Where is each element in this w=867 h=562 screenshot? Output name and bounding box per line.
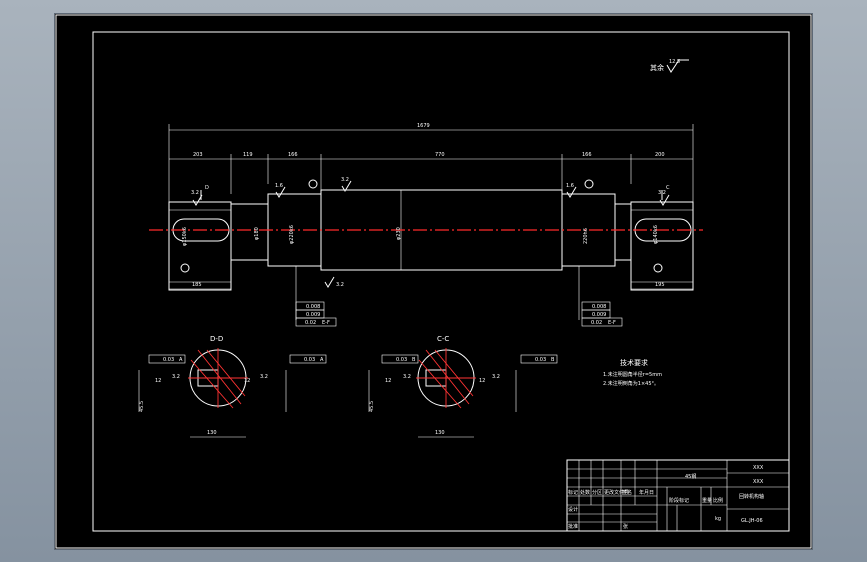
dia-left-key: φ150k6 bbox=[182, 227, 188, 246]
section-label-c: C bbox=[666, 185, 670, 191]
ra-key-left: 3.2 bbox=[191, 190, 199, 196]
svg-text:E-F: E-F bbox=[608, 320, 616, 326]
dia-right-key: φ140k6 bbox=[653, 225, 659, 244]
svg-text:更改文件号: 更改文件号 bbox=[604, 489, 629, 496]
section-label-d: D bbox=[205, 185, 209, 191]
tech-requirements: 技术要求 1.未注明圆角半径r=5mm 2.未注明倒角为1×45°。 bbox=[603, 358, 662, 387]
svg-text:0.02: 0.02 bbox=[305, 320, 316, 326]
section-dd: D-D 0.03 A 0.03 A 45.5 12 3.2 12 3.2 130 bbox=[138, 335, 327, 438]
dia-left-step: φ180 bbox=[254, 227, 260, 240]
svg-text:130: 130 bbox=[435, 430, 445, 436]
dim-seg-1: 203 bbox=[193, 152, 203, 158]
tolerance-frame-right: 0.008 0.009 0.02 E-F bbox=[578, 266, 623, 327]
dia-bearing-right: 220h6 bbox=[583, 228, 589, 244]
svg-text:标记: 标记 bbox=[568, 489, 578, 496]
svg-text:0.008: 0.008 bbox=[306, 304, 320, 310]
svg-text:12: 12 bbox=[479, 378, 485, 384]
title-block: 45钢 回转机构轴 GL.JH-06 XXX XXX 标记 处数 分区 更改文件… bbox=[566, 459, 790, 532]
dim-seg-2: 119 bbox=[243, 152, 253, 158]
svg-text:130: 130 bbox=[207, 430, 217, 436]
svg-text:3.2: 3.2 bbox=[260, 374, 268, 380]
dim-seg-3: 166 bbox=[288, 152, 298, 158]
svg-text:0.03: 0.03 bbox=[304, 357, 315, 363]
svg-text:1.未注明圆角半径r=5mm: 1.未注明圆角半径r=5mm bbox=[603, 371, 662, 378]
dia-bearing-left: φ220k6 bbox=[289, 225, 295, 244]
ra-mark-key-right bbox=[659, 194, 670, 206]
ra-shoulder: 3.2 bbox=[336, 282, 344, 288]
svg-text:3.2: 3.2 bbox=[172, 374, 180, 380]
svg-text:12: 12 bbox=[385, 378, 391, 384]
dim-overall: 1679 bbox=[417, 123, 430, 129]
svg-text:45钢: 45钢 bbox=[685, 473, 696, 480]
ra-mid: 3.2 bbox=[341, 177, 349, 183]
svg-text:B: B bbox=[412, 357, 416, 363]
ra-mark-key-left bbox=[192, 194, 203, 206]
ra-mark-bearing-right bbox=[566, 186, 577, 198]
dim-key-left: 185 bbox=[192, 282, 202, 288]
svg-text:阶段标记: 阶段标记 bbox=[669, 497, 689, 504]
svg-text:0.009: 0.009 bbox=[306, 312, 320, 318]
roughness-note: 其余 bbox=[650, 63, 664, 72]
sheet-border-outer bbox=[55, 14, 812, 549]
svg-text:比例: 比例 bbox=[713, 497, 723, 504]
tolerance-frame-left: 0.008 0.009 0.02 E-F bbox=[295, 266, 337, 327]
svg-text:签名: 签名 bbox=[622, 489, 632, 496]
svg-text:kg: kg bbox=[715, 516, 721, 522]
svg-text:12: 12 bbox=[155, 378, 161, 384]
svg-text:2.未注明倒角为1×45°。: 2.未注明倒角为1×45°。 bbox=[603, 380, 659, 387]
svg-text:分区: 分区 bbox=[592, 489, 602, 496]
ra-mark-mid bbox=[341, 180, 352, 192]
svg-text:12: 12 bbox=[244, 378, 250, 384]
svg-text:45.5: 45.5 bbox=[139, 401, 145, 412]
shaft-outline bbox=[168, 189, 694, 291]
svg-text:3.2: 3.2 bbox=[492, 374, 500, 380]
ra-mark-shoulder bbox=[324, 276, 335, 288]
roughness-symbol bbox=[666, 59, 689, 73]
dia-mid: φ230 bbox=[396, 227, 402, 240]
svg-text:0.009: 0.009 bbox=[592, 312, 606, 318]
svg-text:技术要求: 技术要求 bbox=[620, 358, 648, 367]
svg-text:0.03: 0.03 bbox=[535, 357, 546, 363]
svg-text:0.02: 0.02 bbox=[591, 320, 602, 326]
cad-drawing[interactable]: 其余 12.5 1679 203 119 166 770 166 200 φ15… bbox=[55, 14, 812, 549]
svg-text:设计: 设计 bbox=[568, 506, 578, 513]
ra-bearing-left: 1.6 bbox=[275, 183, 283, 189]
svg-text:A: A bbox=[179, 357, 183, 363]
svg-text:3.2: 3.2 bbox=[403, 374, 411, 380]
roughness-value: 12.5 bbox=[669, 59, 680, 65]
svg-text:E-F: E-F bbox=[322, 320, 330, 326]
svg-text:回转机构轴: 回转机构轴 bbox=[739, 493, 764, 500]
svg-text:张: 张 bbox=[623, 523, 628, 530]
svg-text:0.03: 0.03 bbox=[396, 357, 407, 363]
svg-text:年月日: 年月日 bbox=[639, 489, 654, 496]
svg-text:45.5: 45.5 bbox=[369, 401, 375, 412]
svg-text:0.03: 0.03 bbox=[163, 357, 174, 363]
svg-text:B: B bbox=[551, 357, 555, 363]
dim-seg-5: 166 bbox=[582, 152, 592, 158]
svg-text:D-D: D-D bbox=[210, 335, 223, 343]
sheet-border-inner bbox=[92, 31, 790, 532]
svg-text:0.008: 0.008 bbox=[592, 304, 606, 310]
svg-text:重量: 重量 bbox=[702, 497, 712, 504]
dim-seg-4: 770 bbox=[435, 152, 445, 158]
datum-marker-bottom-left bbox=[180, 263, 190, 273]
drawing-viewport[interactable]: 其余 12.5 1679 203 119 166 770 166 200 φ15… bbox=[55, 14, 812, 549]
ra-bearing-right: 1.6 bbox=[566, 183, 574, 189]
dim-key-right: 195 bbox=[655, 282, 665, 288]
ra-mark-bearing-left bbox=[275, 186, 286, 198]
svg-text:处数: 处数 bbox=[580, 489, 590, 496]
datum-marker-right bbox=[584, 179, 594, 189]
datum-marker-bottom-right bbox=[653, 263, 663, 273]
datum-marker-left bbox=[308, 179, 318, 189]
svg-text:XXX: XXX bbox=[753, 479, 764, 485]
svg-text:GL.JH-06: GL.JH-06 bbox=[741, 518, 763, 524]
dim-seg-6: 200 bbox=[655, 152, 665, 158]
svg-text:批准: 批准 bbox=[568, 523, 578, 530]
svg-text:XXX: XXX bbox=[753, 465, 764, 471]
svg-text:C-C: C-C bbox=[437, 335, 449, 343]
svg-text:A: A bbox=[320, 357, 324, 363]
section-cc: C-C 0.03 B 0.03 B 45.5 12 3.2 12 3.2 130 bbox=[368, 335, 558, 438]
